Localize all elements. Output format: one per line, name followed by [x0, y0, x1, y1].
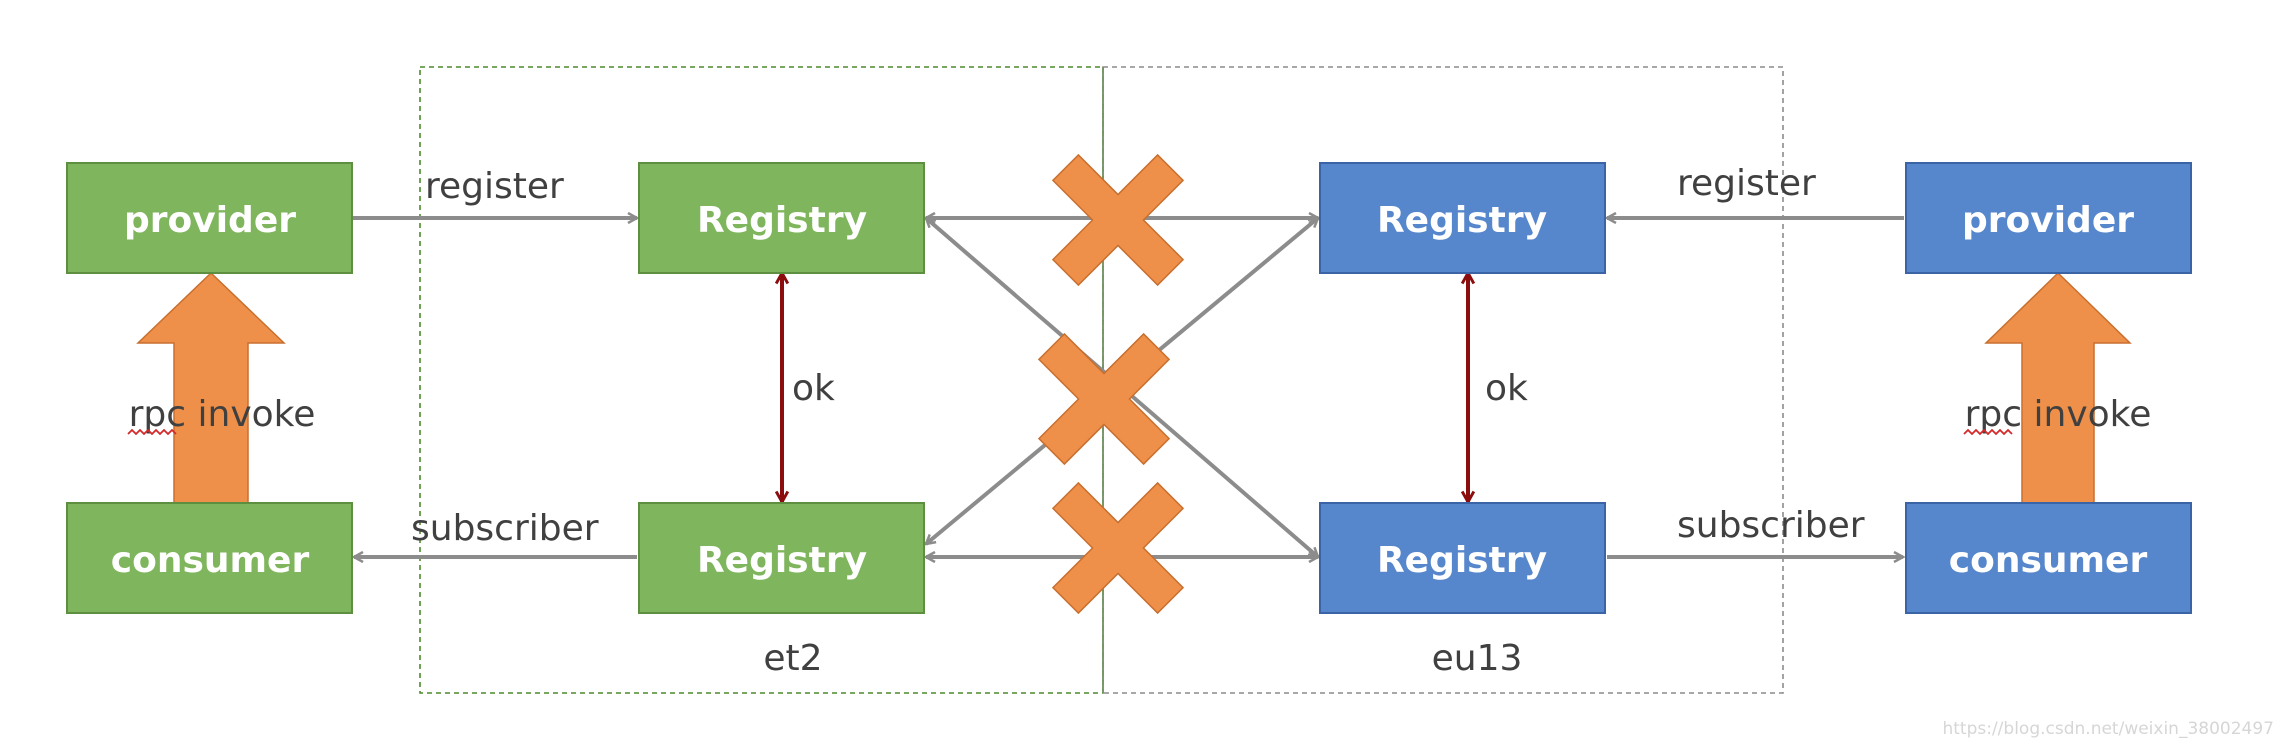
left-consumer-label: consumer — [111, 540, 310, 581]
right-rpc-invoke-label: rpc invoke — [1965, 394, 2152, 435]
left-provider-node: provider — [66, 162, 353, 274]
right-registry-top-node: Registry — [1319, 162, 1606, 274]
right-subscriber-label: subscriber — [1677, 505, 1865, 546]
right-register-label: register — [1677, 163, 1816, 204]
left-consumer-node: consumer — [66, 502, 353, 614]
left-rpc-invoke-label: rpc invoke — [129, 394, 316, 435]
blocked-cross-icon-bottom — [1051, 481, 1185, 615]
blocked-cross-icon-top — [1051, 153, 1185, 287]
zone-et2-label: et2 — [763, 638, 822, 679]
right-rpc-invoke-arrow — [1984, 271, 2132, 504]
right-provider-label: provider — [1962, 200, 2134, 241]
right-consumer-label: consumer — [1949, 540, 2148, 581]
right-ok-label: ok — [1485, 368, 1528, 409]
right-registry-top-label: Registry — [1377, 200, 1547, 241]
left-subscriber-label: subscriber — [411, 508, 599, 549]
zone-et2-border — [419, 66, 1104, 694]
left-provider-label: provider — [124, 200, 296, 241]
right-registry-bottom-label: Registry — [1377, 540, 1547, 581]
left-registry-top-label: Registry — [697, 200, 867, 241]
zone-eu13-label: eu13 — [1432, 638, 1523, 679]
right-registry-bottom-node: Registry — [1319, 502, 1606, 614]
left-registry-bottom-node: Registry — [638, 502, 925, 614]
left-registry-top-node: Registry — [638, 162, 925, 274]
spellcheck-underline-right — [1963, 428, 2013, 436]
blocked-cross-icon-middle — [1037, 332, 1171, 466]
right-consumer-node: consumer — [1905, 502, 2192, 614]
spellcheck-underline-left — [127, 428, 177, 436]
left-registry-bottom-label: Registry — [697, 540, 867, 581]
left-ok-label: ok — [792, 368, 835, 409]
left-register-label: register — [425, 166, 564, 207]
right-provider-node: provider — [1905, 162, 2192, 274]
left-rpc-invoke-arrow — [136, 271, 286, 504]
watermark-text: https://blog.csdn.net/weixin_38002497 — [1942, 719, 2274, 739]
